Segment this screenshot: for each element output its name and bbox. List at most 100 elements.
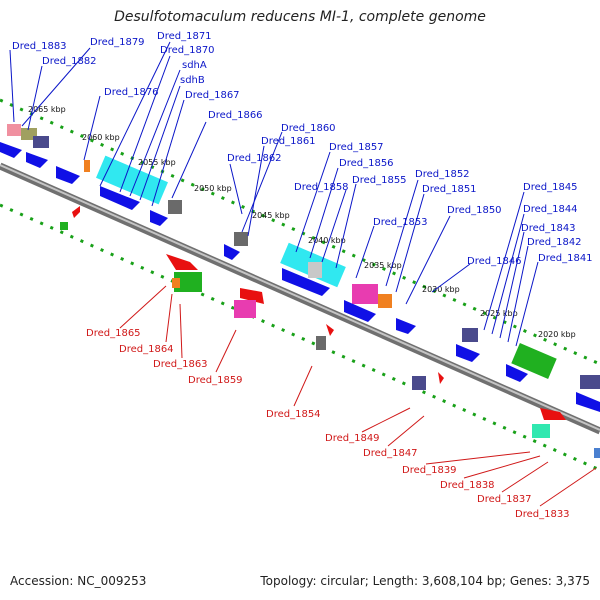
gene-arrow: [344, 300, 376, 322]
leader-line: [321, 189, 347, 263]
feature-navy: [33, 136, 49, 148]
feature-gray-minus: [316, 336, 326, 350]
leader-line: [539, 467, 597, 507]
leader-line: [129, 69, 181, 197]
gene-label: Dred_1838: [440, 480, 495, 491]
feature-orange: [84, 160, 90, 172]
feature-navy-minus: [412, 376, 426, 390]
gene-label: Dred_1851: [422, 184, 477, 195]
gene-label: sdhB: [180, 75, 205, 86]
plus-leader-lines: [9, 41, 539, 347]
gene-label: Dred_1844: [523, 204, 578, 215]
leader-line: [491, 213, 525, 335]
gene-arrow-minus: [240, 288, 264, 304]
leader-line: [395, 193, 425, 293]
feature-green-minus: [60, 222, 68, 230]
feature-magenta: [352, 284, 378, 304]
gene-label: Dred_1883: [12, 41, 67, 52]
leader-line: [215, 329, 237, 373]
tick-label-2020: 2020 kbp: [538, 330, 576, 339]
tick-label-2030: 2030 kbp: [422, 285, 460, 294]
gene-arrow: [0, 142, 22, 158]
gene-label: Dred_1860: [281, 123, 336, 134]
accession-text: Accession: NC_009253: [10, 574, 147, 588]
gene-arrow: [506, 364, 528, 382]
leader-line: [139, 85, 181, 201]
feature-green-minus-2: [174, 272, 202, 292]
leader-line: [119, 55, 171, 193]
gene-label: Dred_1855: [352, 175, 407, 186]
leader-line: [463, 455, 541, 479]
leader-line: [151, 99, 185, 207]
gene-label: Dred_1866: [208, 110, 263, 121]
gene-label: Dred_1846: [467, 256, 522, 267]
gene-label: Dred_1852: [415, 169, 470, 180]
backbone-highlight: [0, 164, 600, 431]
gene-label: Dred_1847: [363, 448, 418, 459]
leader-line: [385, 179, 419, 287]
leader-line: [83, 95, 101, 161]
gene-label: Dred_1842: [527, 237, 582, 248]
gene-label: Dred_1876: [104, 87, 159, 98]
gene-label: Dred_1863: [153, 359, 208, 370]
gene-label: Dred_1858: [294, 182, 349, 193]
plus-feature-track: [7, 124, 600, 389]
gene-label: Dred_1867: [185, 90, 240, 101]
gene-label: Dred_1871: [157, 31, 212, 42]
gene-arrow: [56, 166, 80, 184]
gene-label: Dred_1843: [521, 223, 576, 234]
gene-arrow: [396, 318, 416, 334]
gene-label: Dred_1854: [266, 409, 321, 420]
feature-gray: [168, 200, 182, 214]
feature-magenta-minus: [234, 300, 256, 318]
gene-arrow: [576, 392, 600, 412]
feature-orange-minus: [172, 278, 180, 288]
leader-line: [171, 121, 207, 199]
leader-line: [9, 49, 15, 123]
leader-line: [247, 145, 265, 237]
gene-arrow-minus: [72, 206, 80, 218]
gene-arrow-minus: [540, 408, 566, 420]
leader-line: [21, 47, 91, 127]
feature-cyan-minus: [532, 424, 550, 438]
minus-gene-labels: Dred_1865 Dred_1864 Dred_1863 Dred_1859 …: [86, 328, 570, 520]
map-title: Desulfotomaculum reducens MI-1, complete…: [114, 9, 486, 25]
tick-label-2065: 2065 kbp: [28, 105, 66, 114]
gene-label: Dred_1882: [42, 56, 97, 67]
gene-label: Dred_1839: [402, 465, 457, 476]
plus-arrow-track: [0, 142, 600, 412]
gene-arrow: [150, 210, 168, 226]
gene-arrow: [224, 244, 240, 260]
gene-label: Dred_1879: [90, 37, 145, 48]
leader-line: [179, 303, 183, 359]
minus-feature-track: [60, 206, 600, 458]
topology-text: Topology: circular; Length: 3,608,104 bp…: [260, 574, 590, 588]
gene-arrow-minus: [166, 254, 198, 270]
gene-arrow-minus: [326, 324, 334, 336]
gene-label: Dred_1864: [119, 344, 174, 355]
feature-green: [511, 343, 557, 379]
gene-label: Dred_1870: [160, 45, 215, 56]
leader-line: [507, 245, 529, 343]
gene-label: Dred_1857: [329, 142, 384, 153]
leader-line: [309, 167, 339, 259]
feature-cyan: [96, 155, 168, 205]
gene-arrow: [282, 268, 330, 296]
gene-label: Dred_1833: [515, 509, 570, 520]
gene-arrow: [26, 152, 48, 168]
gene-arrow: [100, 186, 140, 210]
gene-label: sdhA: [182, 60, 207, 71]
leader-line: [515, 261, 539, 347]
feature-blue-minus: [594, 448, 600, 458]
tick-label-2055: 2055 kbp: [138, 158, 176, 167]
leader-line: [99, 41, 171, 187]
leader-line: [387, 415, 425, 447]
gene-label: Dred_1837: [477, 494, 532, 505]
feature-gray-2: [234, 232, 248, 246]
minus-leader-lines: [119, 285, 597, 507]
leader-line: [501, 461, 549, 493]
leader-line: [241, 131, 283, 233]
gene-label: Dred_1861: [261, 136, 316, 147]
leader-line: [499, 231, 525, 339]
